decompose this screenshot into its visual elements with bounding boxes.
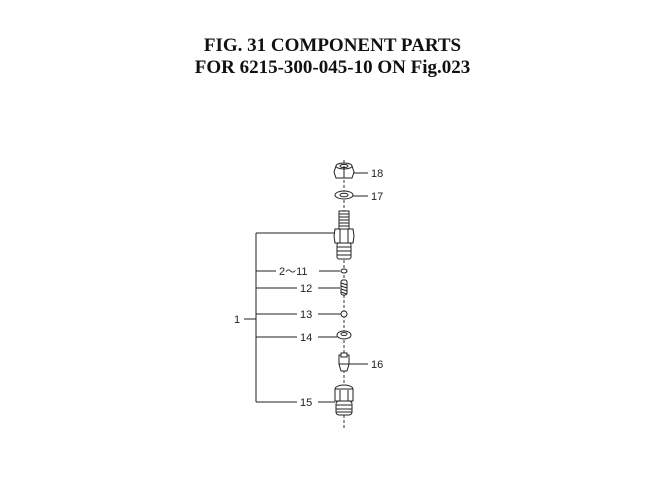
figure-title: FIG. 31 COMPONENT PARTS: [203, 35, 462, 56]
callout-14: 14: [300, 332, 312, 344]
part-14-seat[interactable]: [336, 330, 352, 340]
callout-2-11: 2～11: [279, 266, 308, 278]
callout-17: 17: [371, 191, 383, 203]
part-1-body[interactable]: [333, 210, 355, 260]
part-15-hex-fitting[interactable]: [334, 384, 354, 416]
part-12-spring[interactable]: [340, 279, 348, 296]
part-2-11[interactable]: [340, 268, 348, 274]
callout-1: 1: [234, 314, 240, 326]
callout-16: 16: [371, 359, 383, 371]
callout-12: 12: [300, 283, 312, 295]
figure-subtitle: FOR 6215-300-045-10 ON Fig.023: [194, 57, 471, 78]
callout-13: 13: [300, 309, 312, 321]
part-16-fitting[interactable]: [338, 352, 350, 372]
part-17-washer[interactable]: [334, 190, 354, 200]
callout-18: 18: [371, 168, 383, 180]
part-13-ball[interactable]: [340, 310, 348, 318]
callout-15: 15: [300, 397, 312, 409]
part-18-nut[interactable]: [333, 162, 355, 179]
